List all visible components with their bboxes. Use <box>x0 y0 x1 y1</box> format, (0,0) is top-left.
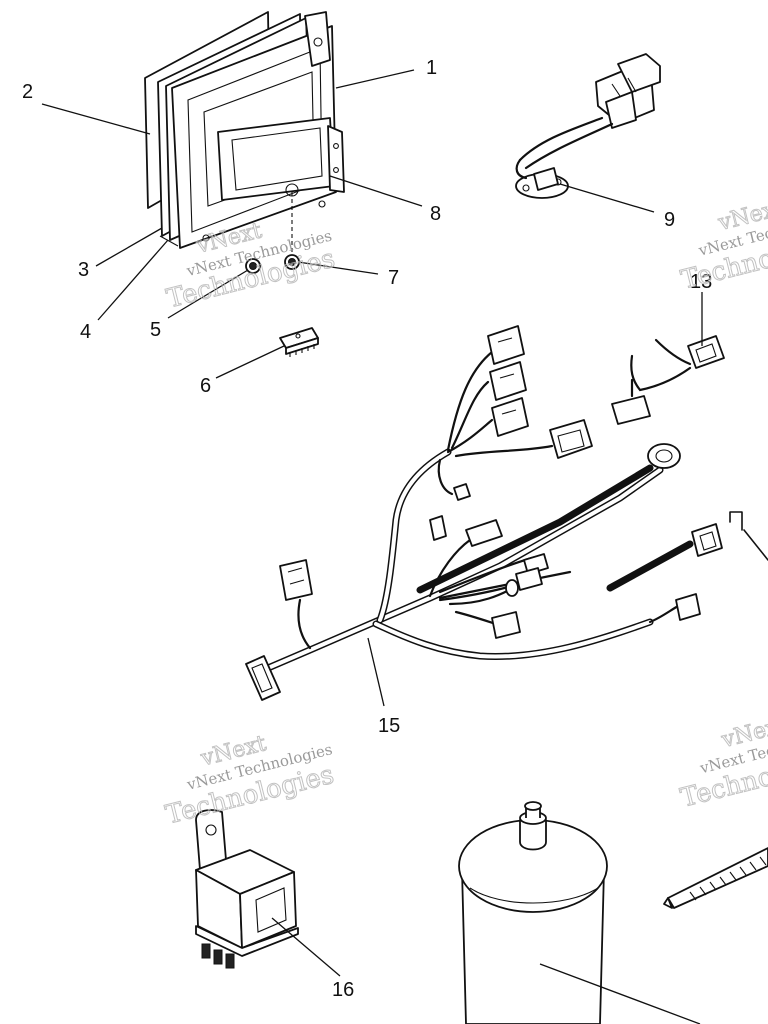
callout-2: 2 <box>22 81 33 103</box>
connector-part <box>611 335 725 425</box>
sensor-part <box>515 53 661 199</box>
callout-6: 6 <box>200 375 211 397</box>
callout-15: 15 <box>378 715 400 737</box>
cable-tie-part <box>663 847 768 909</box>
callout-numbers: 1 2 3 4 5 6 7 8 9 13 15 16 <box>22 57 712 1001</box>
watermark-right-middle: vNext vNext Technologies Technologies <box>677 712 768 814</box>
callout-16: 16 <box>332 979 354 1001</box>
callout-3: 3 <box>78 259 89 281</box>
watermark-middle: vNext vNext Technologies Technologies <box>162 731 337 831</box>
callout-13: 13 <box>690 271 712 293</box>
callout-7: 7 <box>388 267 399 289</box>
chip-part <box>279 327 319 357</box>
callout-9: 9 <box>664 209 675 231</box>
callout-4: 4 <box>80 321 91 343</box>
fuel-filter-part <box>458 801 608 1024</box>
control-module-part <box>144 11 345 274</box>
wiring-harness-part <box>245 325 768 701</box>
callout-8: 8 <box>430 203 441 225</box>
watermark-right-top: vNext vNext Technologies Technologies <box>678 195 768 296</box>
relay-part <box>195 809 299 969</box>
leader-lines <box>41 69 703 1024</box>
callout-1: 1 <box>426 57 437 79</box>
callout-5: 5 <box>150 319 161 341</box>
